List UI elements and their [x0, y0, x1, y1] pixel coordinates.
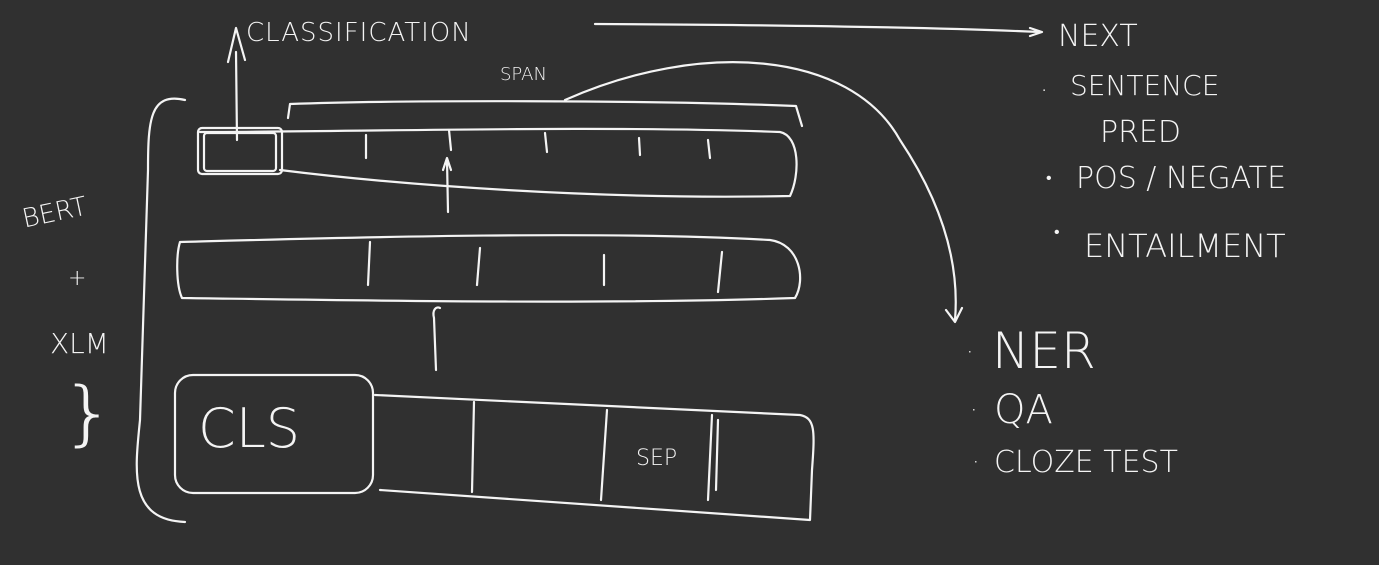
span-label: SPAN: [500, 64, 547, 85]
input-separator-1: [470, 400, 476, 494]
output-row-outline: [198, 127, 798, 198]
hidden-separator-1: [366, 240, 372, 287]
task-item-pred: PRED: [1100, 115, 1181, 150]
model-name-xlm: XLM: [50, 327, 109, 360]
input-token-row: [173, 373, 815, 522]
task-item-sentence: SENTENCE: [1070, 69, 1220, 102]
task-bullet: ·: [972, 448, 980, 476]
arrow-span-to-tasks: [563, 61, 964, 324]
span-brace: [286, 100, 804, 128]
task-item-pos-neg: POS / NEGATE: [1076, 161, 1287, 196]
model-brace-glyph: }: [59, 372, 118, 454]
sep-marker: [714, 418, 720, 492]
task-item-entailment: ENTAILMENT: [1084, 227, 1286, 265]
task-bullet: •: [1046, 168, 1052, 187]
cls-output-box-inner: [202, 131, 278, 173]
input-separator-3: [706, 413, 714, 502]
task-item-ner: NER: [992, 322, 1096, 380]
output-separator-2: [447, 128, 453, 152]
task-item-cloze-test: CLOZE TEST: [994, 445, 1178, 480]
model-plus: +: [68, 266, 87, 291]
cls-output-box: [196, 126, 284, 176]
input-row-outline: [373, 393, 815, 522]
classification-label: CLASSIFICATION: [246, 18, 472, 48]
hidden-row-outline: [176, 234, 802, 303]
task-bullet: •: [1054, 222, 1060, 241]
hidden-separator-4: [716, 250, 724, 294]
input-separator-2: [599, 408, 609, 502]
task-item-qa: QA: [994, 387, 1053, 433]
arrow-input-to-hidden: [432, 306, 442, 372]
cls-token-label: CLS: [198, 397, 301, 460]
task-bullet: ·: [966, 338, 974, 366]
task-heading-next: NEXT: [1058, 19, 1138, 54]
output-separator-5: [706, 138, 712, 160]
arrow-classification-to-tasks: [593, 22, 1044, 38]
output-layer-row: [196, 126, 798, 198]
task-bullet: ·: [970, 396, 978, 424]
hidden-separator-2: [475, 246, 482, 287]
output-separator-4: [637, 136, 642, 157]
output-separator-3: [543, 131, 549, 154]
hidden-layer-row: [176, 234, 802, 303]
arrow-cls-to-classification: [226, 26, 247, 142]
sep-token-label: SEP: [636, 446, 678, 471]
task-bullet: .: [1040, 68, 1049, 98]
model-brace: [135, 97, 187, 524]
cls-token-box: [173, 373, 375, 495]
